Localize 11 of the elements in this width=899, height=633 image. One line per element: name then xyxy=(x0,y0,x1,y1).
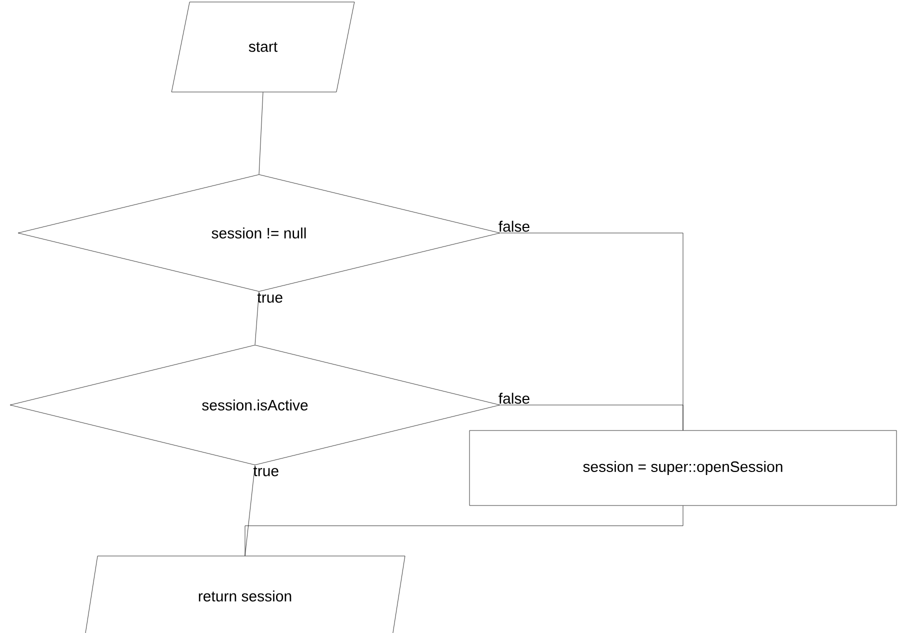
connector xyxy=(500,404,684,430)
edge-label: true xyxy=(253,466,278,476)
io-parallelogram: start xyxy=(171,2,355,92)
io-parallelogram: return session xyxy=(84,556,406,633)
edge-label: false xyxy=(498,392,530,404)
connector xyxy=(258,92,264,174)
connector xyxy=(254,292,260,345)
edge-label: false xyxy=(498,220,530,232)
edge-label: true xyxy=(257,292,282,303)
process-box: session = super::openSession xyxy=(469,430,897,506)
connector xyxy=(244,506,684,556)
